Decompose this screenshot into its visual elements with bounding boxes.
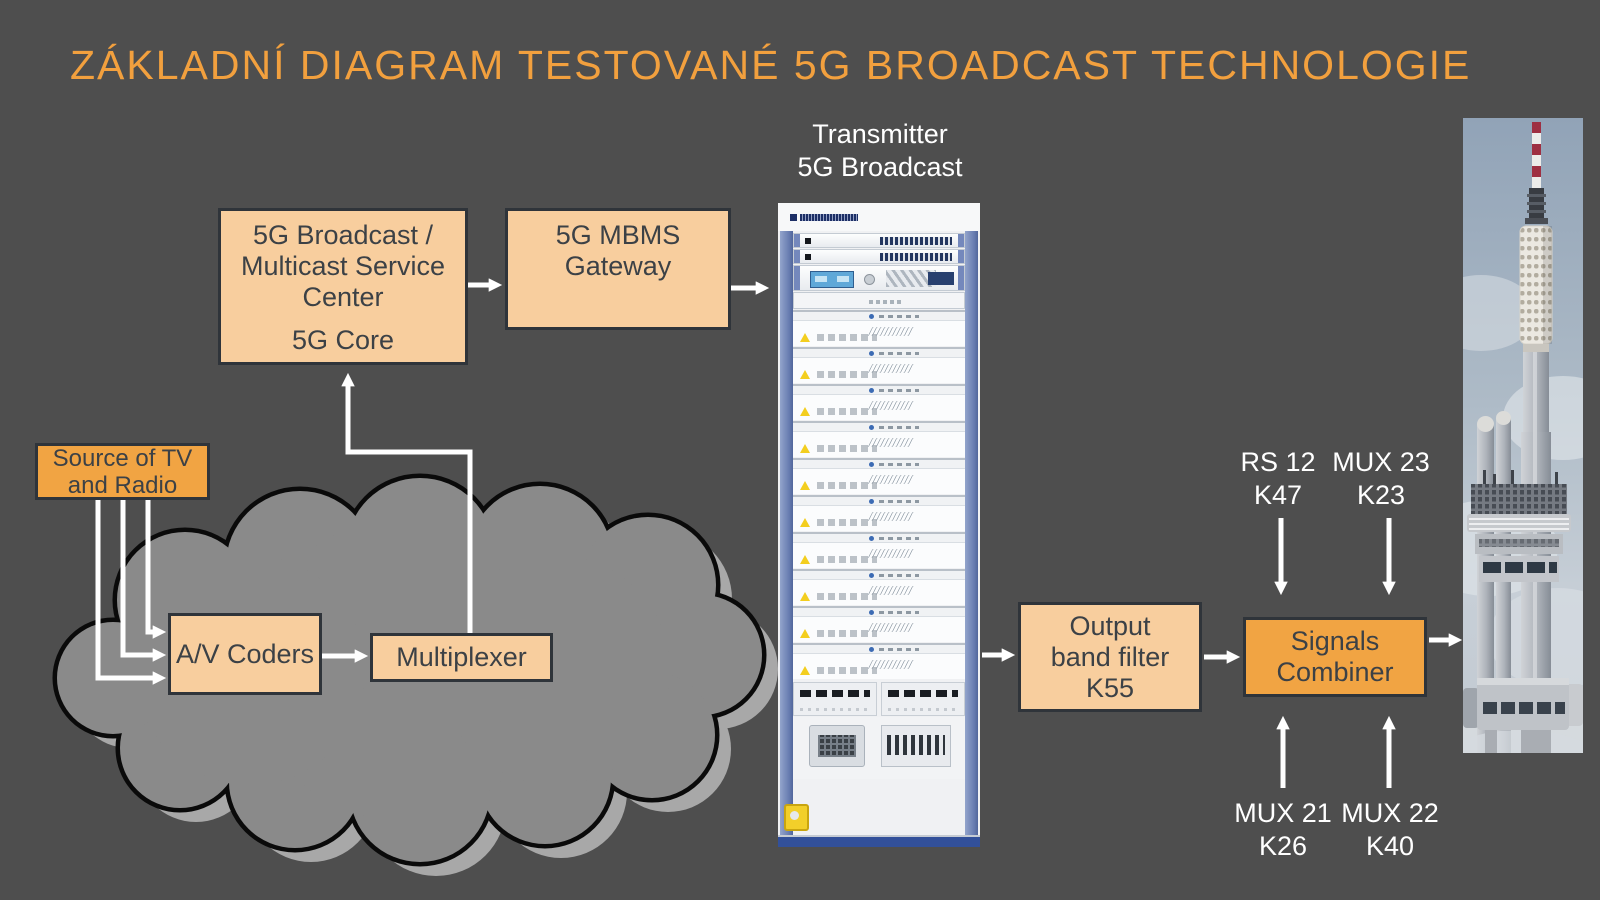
node-multiplexer: Multiplexer <box>370 633 553 682</box>
transmitter-rack-photo <box>778 203 980 847</box>
rack-unit <box>793 292 965 309</box>
rack-unit <box>793 421 965 457</box>
rack-unit <box>793 495 965 531</box>
tower-photo <box>1418 118 1600 786</box>
power-socket <box>784 804 809 831</box>
rack-unit <box>793 569 965 605</box>
circuit-breakers <box>881 725 951 767</box>
node-signals-combiner: Signals Combiner <box>1243 617 1427 697</box>
arrow-multiplexer-to-core <box>341 372 473 633</box>
rohde-schwarz-logo-icon <box>790 214 797 221</box>
rack-unit <box>793 384 965 420</box>
rack-unit <box>793 249 965 264</box>
rack-unit <box>793 643 965 679</box>
rack-units <box>793 233 965 779</box>
arrow-source-to-av-1 <box>145 500 167 639</box>
rohde-schwarz-logo-text <box>800 214 858 221</box>
label-mux21-k26: MUX 21 K26 <box>1234 798 1332 861</box>
rack-header <box>778 203 980 231</box>
node-output-band-filter: Output band filter K55 <box>1018 602 1202 712</box>
label-mux22-k40: MUX 22 K40 <box>1341 798 1439 861</box>
label-mux23-k23: MUX 23 K23 <box>1332 447 1430 510</box>
rack-rail-left <box>780 231 793 835</box>
rack-unit <box>793 310 965 346</box>
rack-unit <box>793 458 965 494</box>
node-mbms-gateway: 5G MBMS Gateway <box>505 208 731 330</box>
arrow-source-to-av-3 <box>95 500 167 685</box>
rack-unit <box>793 606 965 642</box>
rack-unit <box>793 265 965 291</box>
node-av-coders: A/V Coders <box>168 613 322 695</box>
page-title: ZÁKLADNÍ DIAGRAM TESTOVANÉ 5G BROADCAST … <box>70 42 1472 88</box>
rack-unit <box>793 532 965 568</box>
label-rs12-k47: RS 12 K47 <box>1240 447 1316 510</box>
rack-unit <box>793 233 965 248</box>
rack-power-distribution <box>793 682 965 716</box>
rack-rail-right <box>965 231 978 835</box>
transmitter-label: Transmitter 5G Broadcast <box>797 119 963 182</box>
rack-unit <box>793 347 965 383</box>
rack-breaker-panel <box>793 717 965 779</box>
node-multicast-service-center: 5G Broadcast / Multicast Service Center … <box>218 208 468 365</box>
arrow-source-to-av-2 <box>120 500 167 662</box>
node-source-tv-radio: Source of TV and Radio <box>35 443 210 500</box>
rack-base <box>778 837 980 847</box>
connector-block <box>809 725 865 767</box>
